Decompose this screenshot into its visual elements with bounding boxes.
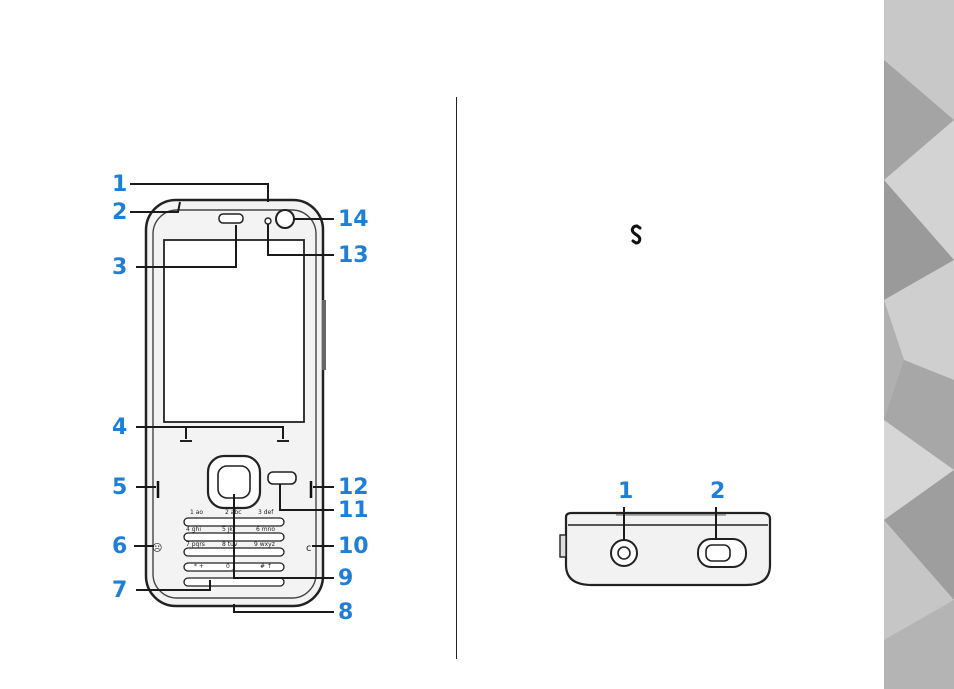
clear-key [268, 472, 296, 484]
side-key-left-glyph: ☹ [152, 543, 162, 554]
callout-11: 11 [338, 500, 369, 522]
callout-5: 5 [112, 477, 127, 499]
callout-14: 14 [338, 209, 369, 231]
key-1: 1 ao [190, 509, 203, 516]
callout-3: 3 [112, 257, 127, 279]
column-divider [456, 97, 457, 659]
camera-lens [276, 210, 294, 228]
key-hash: # ↑ [260, 563, 272, 570]
callout-6: 6 [112, 536, 127, 558]
key-3: 3 def [258, 509, 274, 516]
key-star: * + [194, 563, 204, 570]
key-4: 4 ghi [186, 526, 201, 533]
key-6: 6 mno [256, 526, 275, 533]
key-8: 8 tuv [222, 541, 238, 548]
top-callout-1: 1 [618, 481, 633, 503]
key-5: 5 jkl [222, 526, 235, 533]
key-7: 7 pqrs [186, 541, 205, 548]
callout-12: 12 [338, 477, 369, 499]
callout-7: 7 [112, 580, 127, 602]
phone-top-diagram [556, 505, 796, 595]
earpiece [219, 214, 243, 223]
callout-9: 9 [338, 568, 353, 590]
callout-8: 8 [338, 602, 353, 624]
phone-front-diagram: ☹ c 1 ao 2 abc 3 def 4 ghi 5 jkl 6 mno 7… [0, 0, 440, 689]
callout-10: 10 [338, 536, 369, 558]
menu-key-icon [628, 224, 646, 246]
side-key-strip [322, 300, 326, 370]
side-key-right-glyph: c [306, 543, 312, 554]
callout-2: 2 [112, 202, 127, 224]
key-9: 9 wxyz [254, 541, 275, 548]
callout-4: 4 [112, 417, 127, 439]
decorative-side-strip [884, 0, 954, 689]
callout-1: 1 [112, 174, 127, 196]
light-sensor [265, 218, 271, 224]
top-callout-2: 2 [710, 481, 725, 503]
callout-13: 13 [338, 245, 369, 267]
